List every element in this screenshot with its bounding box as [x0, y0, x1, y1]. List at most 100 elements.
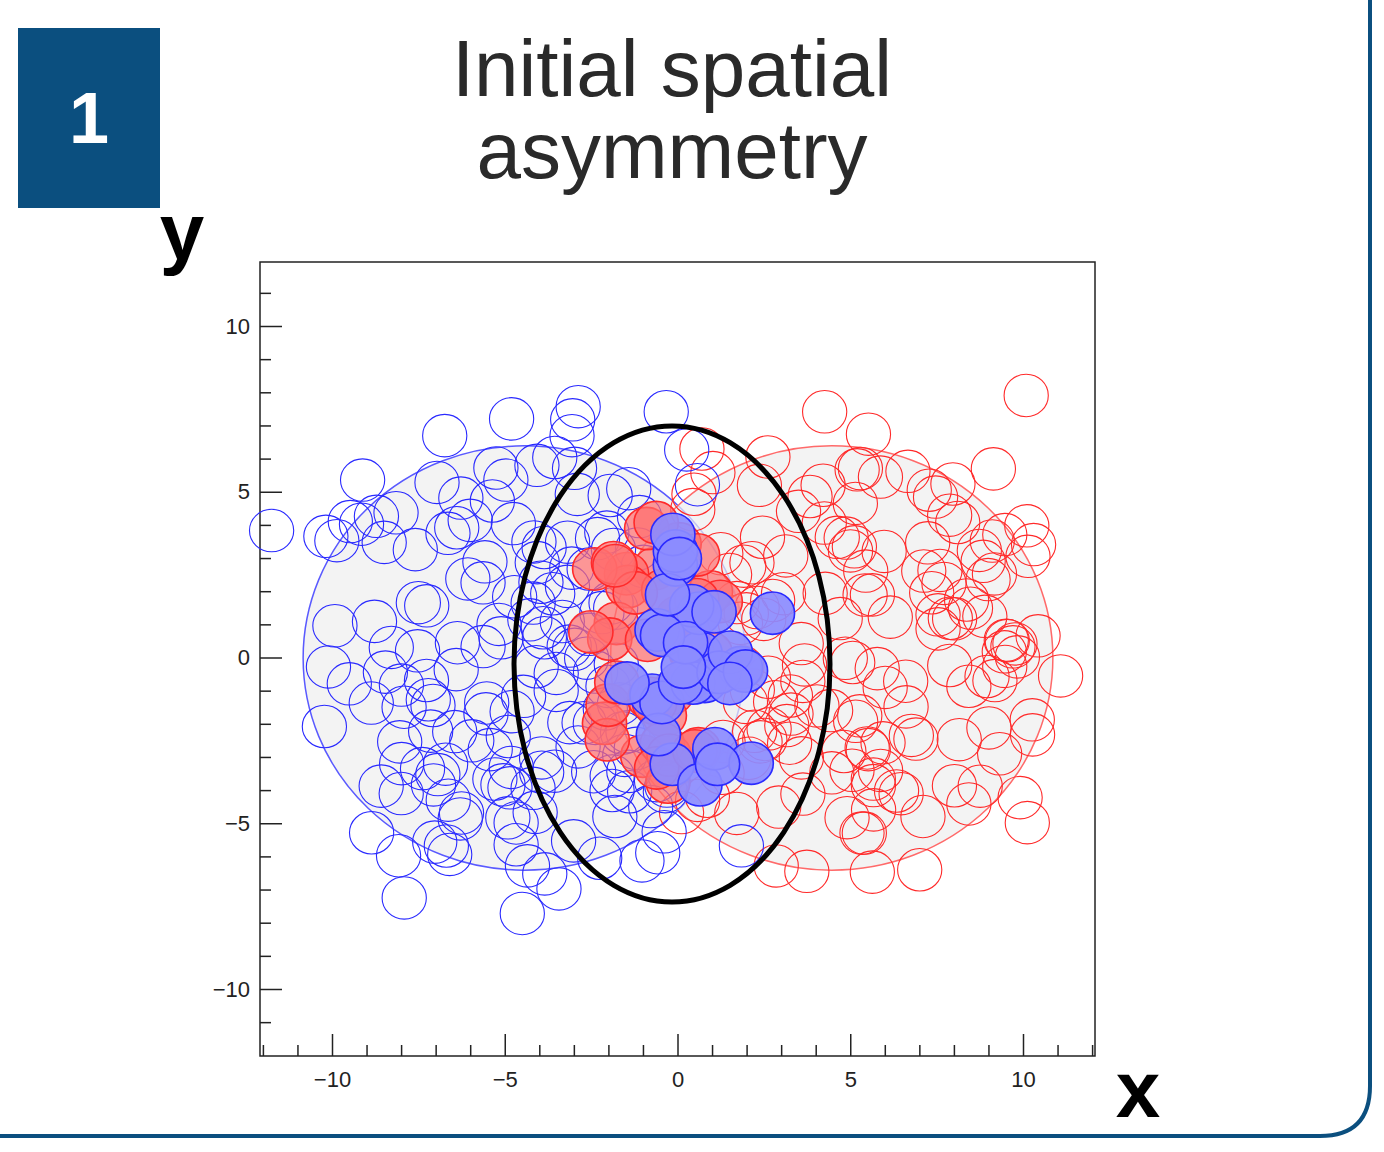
spectator-nucleon — [413, 821, 457, 863]
spectator-nucleon — [757, 786, 801, 828]
spectator-nucleon — [423, 414, 467, 456]
spectator-nucleon — [740, 516, 784, 558]
axis-ticks — [260, 293, 1093, 1056]
spectator-nucleon — [970, 520, 1014, 562]
spectator-nucleon — [1010, 714, 1054, 756]
spectator-nucleon — [754, 845, 798, 887]
spectator-nucleon — [362, 521, 406, 563]
spectator-nucleon — [484, 459, 528, 501]
spectator-nucleon — [833, 482, 877, 524]
nucleon-circles — [249, 374, 1082, 934]
spectator-nucleon — [843, 574, 887, 616]
spectator-nucleon — [973, 659, 1017, 701]
spectator-nucleon — [588, 474, 632, 516]
spectator-nucleon — [850, 574, 894, 616]
spectator-nucleon — [963, 595, 1007, 637]
participant-nucleon — [661, 646, 705, 688]
spectator-nucleon — [933, 598, 977, 640]
spectator-nucleon — [828, 530, 872, 572]
spectator-nucleon — [474, 447, 518, 489]
spectator-nucleon — [902, 550, 946, 592]
spectator-nucleon — [522, 617, 566, 659]
spectator-nucleon — [489, 398, 533, 440]
spectator-nucleon — [907, 469, 951, 511]
spectator-nucleon — [382, 877, 426, 919]
axis-label: y — [160, 186, 205, 278]
spectator-nucleon — [400, 747, 444, 789]
spectator-nucleon — [349, 682, 393, 724]
overlap-ellipse — [514, 426, 830, 902]
spectator-nucleon — [785, 850, 829, 892]
tick-label: 5 — [238, 479, 250, 505]
participant-nucleon — [605, 662, 649, 704]
tick-label: 10 — [1011, 1067, 1035, 1093]
spectator-nucleon — [537, 868, 581, 910]
spectator-nucleon — [636, 832, 680, 874]
spectator-nucleon — [304, 515, 348, 557]
spectator-nucleon — [862, 530, 906, 572]
spectator-nucleon — [315, 519, 359, 561]
spectator-nucleon — [1004, 374, 1048, 416]
spectator-nucleon — [433, 710, 477, 752]
spectator-nucleon — [965, 655, 1009, 697]
participant-nucleon — [695, 743, 739, 785]
spectator-nucleon — [868, 596, 912, 638]
spectator-nucleon — [406, 679, 450, 721]
spectator-nucleon — [531, 573, 575, 615]
spectator-nucleon — [500, 892, 544, 934]
spectator-nucleon — [448, 499, 492, 541]
spectator-nucleon — [906, 522, 950, 564]
spectator-nucleon — [376, 834, 420, 876]
spectator-nucleon — [691, 451, 735, 493]
spectator-nucleon — [450, 720, 494, 762]
spectator-nucleon — [607, 467, 651, 509]
spectator-nucleon — [675, 464, 719, 506]
participant-nucleon — [657, 537, 701, 579]
spectator-nucleon — [533, 436, 577, 478]
spectator-nucleon — [928, 494, 972, 536]
spectator-nucleon — [1005, 801, 1049, 843]
spectator-nucleon — [851, 789, 895, 831]
spectator-nucleon — [494, 824, 538, 866]
tick-label: 0 — [238, 645, 250, 671]
spectator-nucleon — [415, 461, 459, 503]
spectator-nucleon — [590, 769, 634, 811]
spectator-nucleon — [434, 648, 478, 690]
spectator-nucleon — [1006, 535, 1050, 577]
spectator-nucleon — [473, 758, 517, 800]
spectator-nucleon — [369, 626, 413, 668]
spectator-nucleon — [802, 502, 846, 544]
spectator-nucleon — [874, 770, 918, 812]
participant-nucleon — [569, 611, 613, 653]
tick-label: −10 — [314, 1067, 351, 1093]
spectator-nucleon — [393, 528, 437, 570]
spectator-nucleon — [815, 516, 859, 558]
spectator-nucleon — [665, 429, 709, 471]
spectator-nucleon — [438, 798, 482, 840]
spectator-nucleon — [932, 765, 976, 807]
spectator-nucleon — [405, 585, 449, 627]
spectator-nucleon — [884, 686, 928, 728]
spectator-nucleon — [374, 492, 418, 534]
spectator-nucleon — [313, 605, 357, 647]
spectator-nucleon — [764, 535, 808, 577]
spectator-nucleon — [855, 647, 899, 689]
spectator-nucleon — [842, 812, 886, 854]
spectator-nucleon — [894, 718, 938, 760]
spectator-nucleon — [514, 646, 558, 688]
spectator-nucleon — [379, 772, 423, 814]
spectator-nucleon — [1038, 655, 1082, 697]
spectator-nucleon — [803, 391, 847, 433]
spectator-nucleon — [396, 581, 440, 623]
spectator-nucleon — [838, 695, 882, 737]
plot-frame — [260, 262, 1095, 1056]
spectator-nucleon — [463, 541, 507, 583]
spectator-nucleon — [340, 459, 384, 501]
spectator-nucleon — [719, 825, 763, 867]
axis-label: x — [1116, 1044, 1161, 1136]
spectator-nucleon — [913, 476, 957, 518]
spectator-nucleon — [831, 641, 875, 683]
spectator-nucleon — [947, 783, 991, 825]
spectator-nucleon — [916, 608, 960, 650]
spectator-nucleon — [359, 765, 403, 807]
